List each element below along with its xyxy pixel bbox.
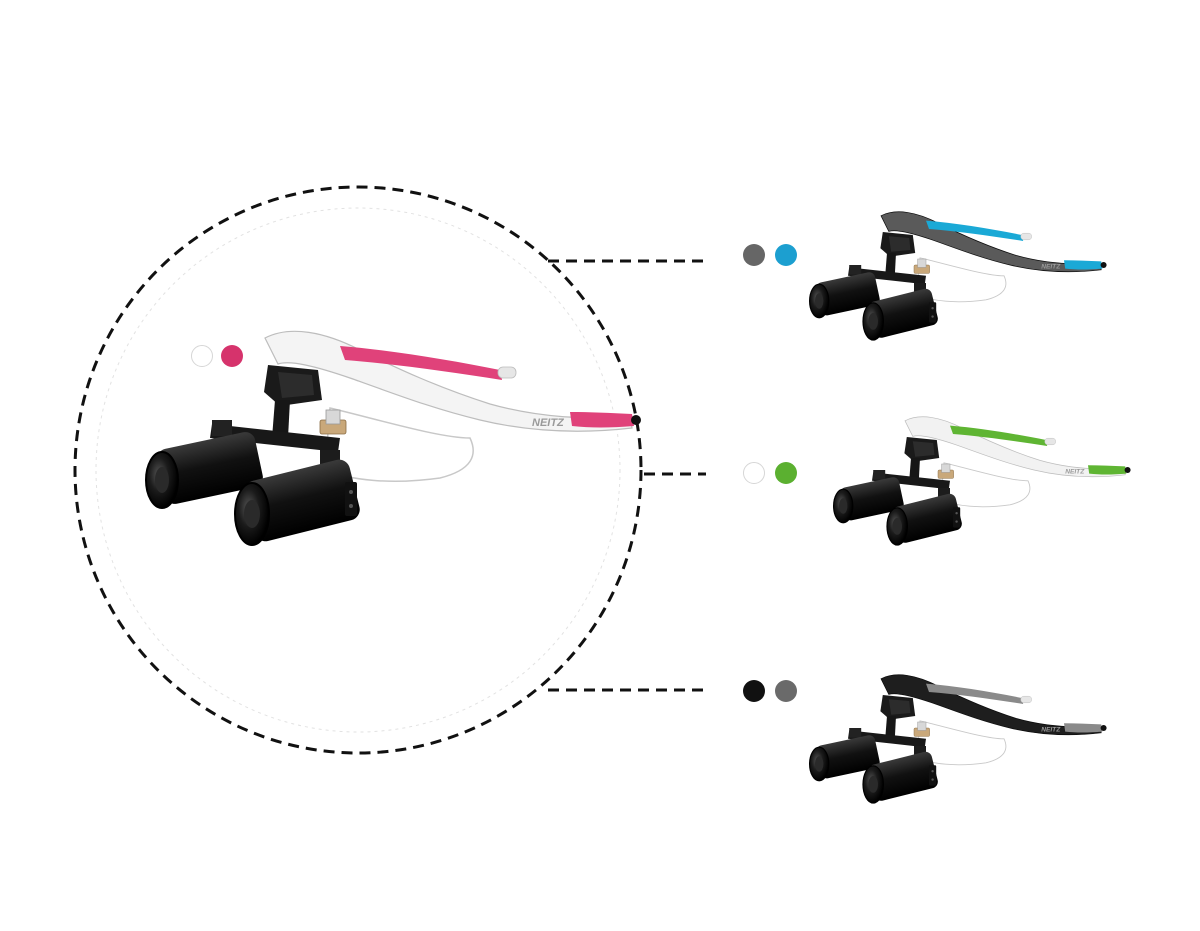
swatch-featured-1[interactable] [191,345,213,367]
brand-logo-text: NEITZ [1065,469,1085,476]
swatch-variant-middle-2[interactable] [775,462,797,484]
swatch-variant-bottom-1[interactable] [743,680,765,702]
swatch-featured-2[interactable] [221,345,243,367]
swatch-variant-bottom-2[interactable] [775,680,797,702]
brand-logo-text: NEITZ [1041,264,1061,271]
brand-logo-text: NEITZ [532,417,565,429]
variant-loupe-image-middle: NEITZ [833,416,1131,546]
variant-loupe-image-top: NEITZ [809,211,1107,341]
featured-frame-ring [73,185,643,755]
featured-loupe-image: NEITZ [145,330,641,546]
featured-inner-ring [95,207,621,733]
swatch-variant-top-2[interactable] [775,244,797,266]
brand-logo-text: NEITZ [1041,727,1061,734]
variant-loupe-image-bottom: NEITZ [809,674,1107,804]
swatch-variant-top-1[interactable] [743,244,765,266]
swatch-variant-middle-1[interactable] [743,462,765,484]
